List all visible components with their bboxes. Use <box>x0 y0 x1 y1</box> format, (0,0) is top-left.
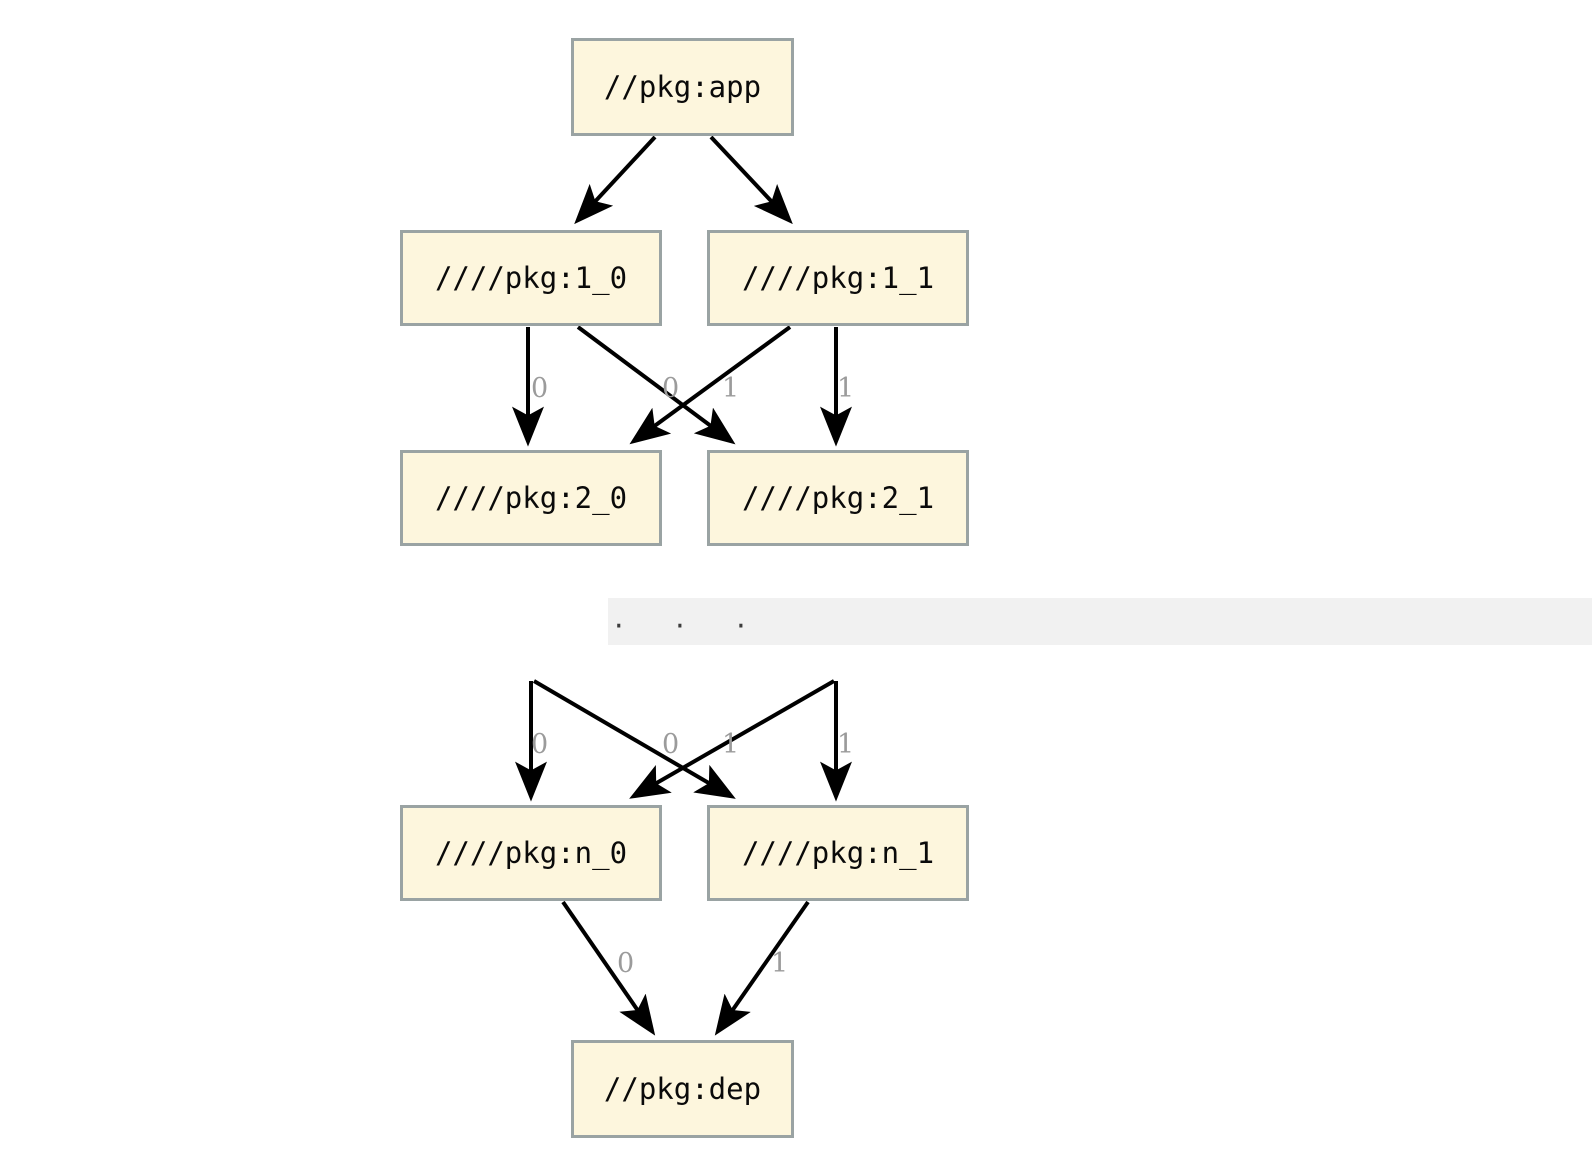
edge-label-1_1-2_1: 1 <box>837 373 855 404</box>
node-pkg-2_1[interactable]: ////pkg:2_1 <box>707 450 969 546</box>
edge-dangling-cross-to-n_1 <box>532 679 736 799</box>
edge-1_1-to-2_0 <box>629 325 792 445</box>
node-label: //pkg:app <box>603 70 762 104</box>
edge-label-n_0-dep: 0 <box>617 948 635 979</box>
node-dep[interactable]: //pkg:dep <box>571 1040 794 1138</box>
node-pkg-1_0[interactable]: ////pkg:1_0 <box>400 230 662 326</box>
node-pkg-n_1[interactable]: ////pkg:n_1 <box>707 805 969 901</box>
node-app[interactable]: //pkg:app <box>571 38 794 136</box>
edge-label-dangling-n_0: 0 <box>531 729 549 760</box>
edge-label-dangling-cross-n_0: 0 <box>662 729 680 760</box>
edge-label-1_1-2_0: 0 <box>662 373 680 404</box>
edge-1_0-to-2_1 <box>576 325 736 445</box>
node-label: ////pkg:1_1 <box>741 261 935 295</box>
edge-label-1_0-2_0: 0 <box>531 373 549 404</box>
edge-label-1_0-2_1: 1 <box>722 373 740 404</box>
edge-label-dangling-cross-n_1: 1 <box>722 729 740 760</box>
node-label: //pkg:dep <box>603 1072 762 1106</box>
edge-dangling-cross-to-n_0 <box>629 679 835 799</box>
node-pkg-1_1[interactable]: ////pkg:1_1 <box>707 230 969 326</box>
node-pkg-n_0[interactable]: ////pkg:n_0 <box>400 805 662 901</box>
edge-app-to-1_1 <box>709 135 793 225</box>
edge-n_0-to-dep <box>561 900 656 1036</box>
node-label: ////pkg:1_0 <box>434 261 628 295</box>
node-label: ////pkg:n_1 <box>741 836 935 870</box>
edge-app-to-1_0 <box>574 135 657 225</box>
node-label: ////pkg:2_0 <box>434 481 628 515</box>
edge-label-dangling-n_1: 1 <box>837 729 855 760</box>
node-label: ////pkg:n_0 <box>434 836 628 870</box>
edge-label-n_1-dep: 1 <box>771 948 789 979</box>
collapsed-region-band[interactable]: · · · <box>608 598 1592 645</box>
edge-n_1-to-dep <box>714 900 810 1036</box>
node-label: ////pkg:2_1 <box>741 481 935 515</box>
ellipsis-dots: · · · <box>614 608 767 644</box>
node-pkg-2_0[interactable]: ////pkg:2_0 <box>400 450 662 546</box>
